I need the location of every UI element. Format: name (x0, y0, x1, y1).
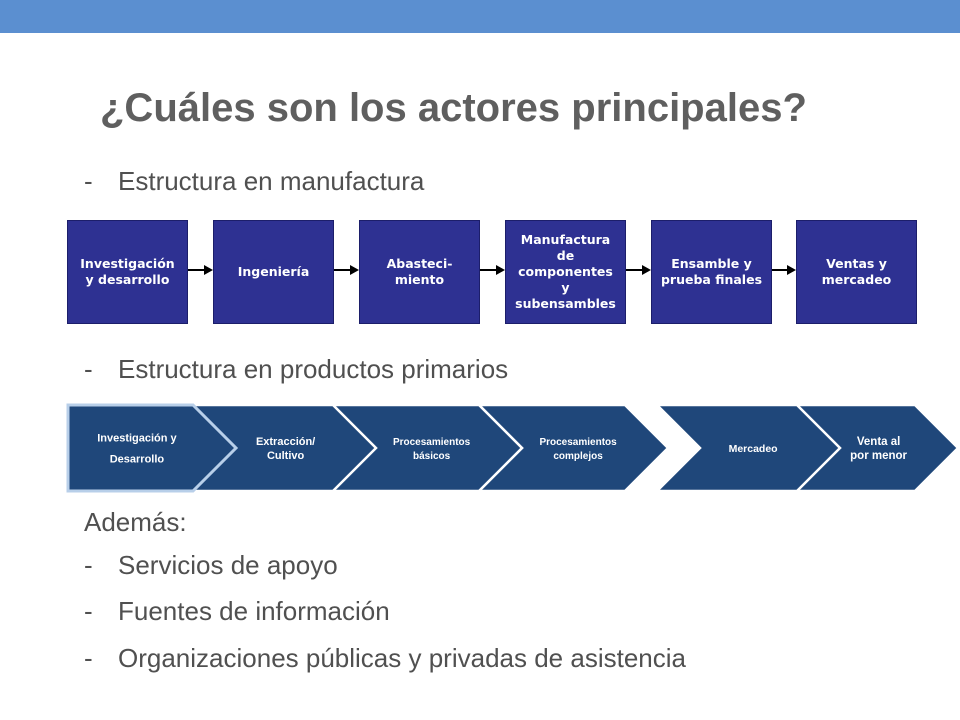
chevron-shape (66, 403, 239, 493)
extra-item-label: Organizaciones públicas y privadas de as… (118, 643, 686, 673)
chevron-extraccion: Extracción/Cultivo (182, 403, 378, 493)
box-label: Ventas y mercadeo (821, 256, 892, 287)
manufacturing-structure-label: Estructura en manufactura (118, 166, 425, 196)
page-title: ¿Cuáles son los actores principales? (100, 86, 807, 130)
box-investigacion: Investigación y desarrollo (67, 220, 188, 324)
chevron-label: Venta al (857, 436, 900, 448)
chevron-label: complejos (553, 451, 603, 462)
chevron-label: Investigación y (97, 433, 177, 445)
arrow-head (350, 265, 359, 275)
chevron-label: Procesamientos (393, 437, 471, 448)
bullet-dash: - (84, 643, 93, 673)
arrow-line (188, 269, 204, 271)
top-accent-bar (0, 0, 960, 33)
extra-item-organizaciones: -Organizaciones públicas y privadas de a… (84, 643, 686, 674)
arrow-head (496, 265, 505, 275)
bullet-dash: - (84, 354, 93, 384)
bullet-dash: - (84, 166, 93, 196)
box-label: Manufactura de componentes y subensamble… (515, 232, 616, 311)
chevron-shape (653, 403, 842, 493)
chevron-mercadeo: Mercadeo (653, 403, 842, 493)
chevron-venta: Venta al por menor (786, 403, 960, 493)
chevron-label: Cultivo (267, 450, 305, 462)
extra-item-servicios: -Servicios de apoyo (84, 550, 338, 581)
chevron-label: básicos (413, 451, 451, 462)
chevron-label: Desarrollo (110, 454, 165, 466)
arrow-head (642, 265, 651, 275)
arrow-line (772, 269, 787, 271)
arrow-line (334, 269, 350, 271)
primary-products-heading: -Estructura en productos primarios (84, 354, 508, 385)
box-ensamble: Ensamble y prueba finales (651, 220, 772, 324)
extra-item-label: Fuentes de información (118, 596, 390, 626)
chevron-label: por menor (850, 450, 907, 462)
arrow-line (626, 269, 642, 271)
chevron-label: Procesamientos (539, 437, 617, 448)
extra-item-label: Servicios de apoyo (118, 550, 338, 580)
bullet-dash: - (84, 550, 93, 580)
chevron-label: Extracción/ (256, 436, 315, 448)
box-ventas: Ventas y mercadeo (796, 220, 917, 324)
chevron-investigacion: Investigación y Desarrollo (66, 403, 239, 493)
box-manufactura: Manufactura de componentes y subensamble… (505, 220, 626, 324)
box-label: Ingeniería (237, 264, 310, 279)
box-abastecimiento: Abasteci- miento (359, 220, 480, 324)
ademas-heading: Además: (84, 507, 187, 537)
box-label: Abasteci- miento (386, 256, 453, 287)
manufacturing-structure-heading: -Estructura en manufactura (84, 166, 424, 197)
arrow-head (787, 265, 796, 275)
box-ingenieria: Ingeniería (213, 220, 334, 324)
arrow-line (480, 269, 496, 271)
primary-products-label: Estructura en productos primarios (118, 354, 509, 384)
box-label: Investigación y desarrollo (80, 256, 175, 287)
box-label: Ensamble y prueba finales (660, 256, 763, 287)
arrow-head (204, 265, 213, 275)
bullet-dash: - (84, 596, 93, 626)
extra-item-fuentes: -Fuentes de información (84, 596, 390, 627)
chevron-label: Mercadeo (729, 443, 778, 455)
